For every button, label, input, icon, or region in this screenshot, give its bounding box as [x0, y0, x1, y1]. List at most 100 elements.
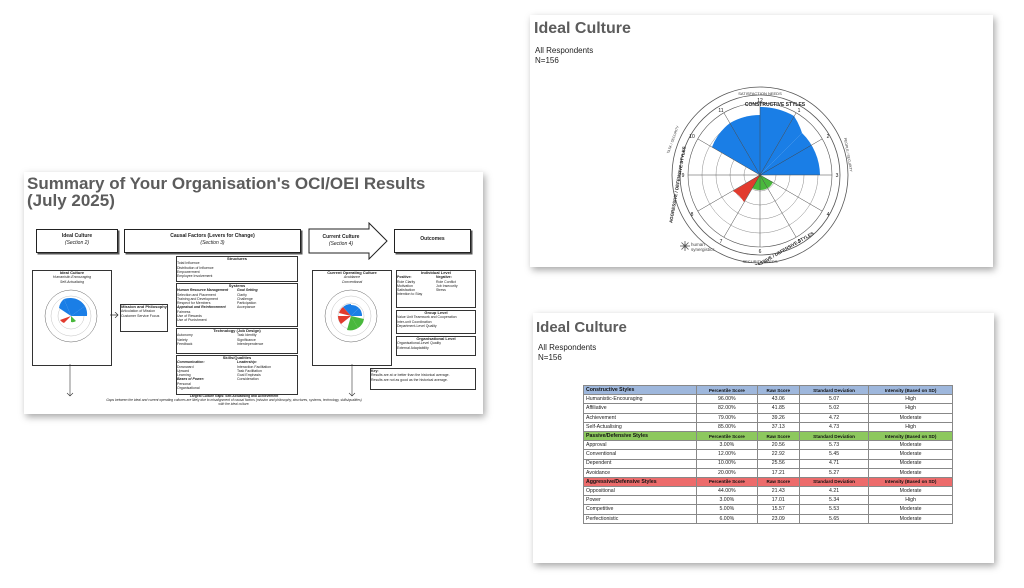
cell: 96.00% — [696, 394, 758, 405]
col-header: Intensity (Based on SD) — [868, 384, 953, 396]
communication-item: Learning — [177, 373, 191, 378]
ideal-culture-table-slide: Ideal Culture All Respondents N=156 Cons… — [533, 313, 994, 563]
structures-title: Structures — [226, 256, 247, 261]
ideal-mini-circumplex — [44, 289, 98, 343]
group-item: Value Unit Teamwork and Cooperation — [397, 315, 457, 320]
hrm-item: Training and Development — [177, 296, 218, 301]
wedge-approval — [760, 175, 773, 188]
appraisal-item: Use of Rewards — [177, 314, 202, 319]
cell: 5.07 — [798, 394, 870, 405]
cell: Achievement — [583, 412, 697, 423]
causal-factors-header: Causal Factors (Levers for Change) (Sect… — [124, 229, 301, 253]
individual-level-panel: Individual Level Positive: Role Clarity … — [396, 270, 476, 308]
cell: 82.00% — [696, 403, 758, 414]
cell: Humanistic-Encouraging — [583, 394, 697, 405]
structures-panel: Structures Total Influence Distribution … — [176, 256, 298, 282]
structures-item: Total Influence — [177, 261, 200, 266]
hrm-title: Human Resource Management — [177, 288, 229, 293]
group-item: Department-Level Quality — [397, 323, 437, 328]
cell: 5.34 — [798, 495, 870, 506]
styles-table: Constructive Styles Percentile Score Raw… — [583, 384, 953, 524]
table-card-title: Ideal Culture — [536, 319, 627, 336]
wedge-humanistic — [760, 106, 794, 175]
cell: 85.00% — [696, 421, 758, 432]
clock-10: 10 — [689, 134, 695, 140]
structures-item: Empowerment — [177, 269, 200, 274]
ideal-culture-panel: Ideal Culture Humanistic-Encouraging Sel… — [32, 270, 112, 366]
clock-1: 1 — [798, 108, 801, 114]
cell: High — [868, 495, 953, 506]
gap-text: Gaps between the ideal and current opera… — [106, 398, 362, 406]
current-panel-line1: Avoidance — [343, 275, 361, 280]
ideal-panel-line1: Humanistic-Encouraging — [52, 275, 92, 280]
cell: 5.00% — [696, 504, 758, 515]
structures-item: Employee Involvement — [177, 274, 213, 279]
positive-item: Intention to Stay — [397, 292, 423, 297]
leadership-title: Leadership: — [237, 360, 257, 365]
goal-item: Acceptance — [237, 305, 256, 310]
culture-gaps-note: Largest Culture Gaps: Self-Actualising a… — [104, 394, 364, 406]
cell: Moderate — [868, 458, 953, 469]
negative-item: Role Conflict — [436, 279, 456, 284]
positive-item: Motivation — [397, 283, 413, 288]
group-level-panel: Group Level Value Unit Teamwork and Coop… — [396, 310, 476, 334]
cell: 4.71 — [798, 458, 870, 469]
summary-title: Summary of Your Organisation's OCI/OEI R… — [27, 174, 426, 210]
goal-item: Challenge — [237, 296, 253, 301]
clock-7: 7 — [720, 239, 723, 245]
current-culture-panel: Current Operating Culture Avoidance Conv… — [312, 270, 392, 366]
technology-item: Significance — [237, 337, 256, 342]
ring-label-task: TASK / SECURITY — [666, 124, 680, 154]
circumplex-card-title: Ideal Culture — [534, 20, 631, 37]
col-header: Intensity (Based on SD) — [868, 430, 953, 442]
clock-6: 6 — [759, 249, 762, 255]
structures-item: Distribution of Influence — [177, 265, 214, 270]
appraisal-item: Fairness — [177, 309, 191, 314]
cell: 5.02 — [798, 403, 870, 414]
cell: 6.00% — [696, 513, 758, 524]
cell: 17.21 — [756, 467, 800, 478]
skills-title: Skills/Qualities — [222, 355, 252, 360]
positive-item: Role Clarity — [397, 279, 416, 284]
cell: 5.45 — [798, 449, 870, 460]
org-title: Organisational Level — [416, 336, 456, 341]
col-header: Standard Deviation — [798, 430, 870, 442]
table-group-header: Aggressive/Defensive Styles Percentile S… — [583, 476, 953, 488]
cell: Avoidance — [583, 467, 697, 478]
ideal-panel-line2: Self-Actualising — [59, 279, 85, 284]
mission-title: Mission and Philosophy — [121, 304, 167, 309]
connector-lines — [66, 364, 356, 397]
col-header: Raw Score — [756, 384, 800, 396]
cell: 44.00% — [696, 486, 758, 497]
cell: Moderate — [868, 412, 953, 423]
clock-2: 2 — [827, 134, 830, 140]
cell: High — [868, 421, 953, 432]
clock-9: 9 — [682, 173, 685, 179]
wedge-affiliative-2 — [760, 133, 820, 175]
cell: Moderate — [868, 513, 953, 524]
cell: 23.09 — [756, 513, 800, 524]
outcomes-header: Outcomes — [394, 229, 471, 253]
wedge-power — [747, 175, 760, 188]
cell: 10.00% — [696, 458, 758, 469]
skills-panel: Skills/Qualities Communication: Downward… — [176, 355, 298, 395]
key-title: Key: — [371, 369, 379, 373]
ring-label-constructive: CONSTRUCTIVE STYLES — [745, 102, 806, 108]
ring-label-aggressive: AGGRESSIVE / DEFENSIVE STYLES — [668, 146, 686, 223]
ring-label-bottom: SECURITY NEEDS — [742, 259, 777, 264]
arrow-right-icon — [110, 312, 119, 318]
mission-panel: Mission and Philosophy Articulation of M… — [120, 304, 168, 332]
clock-8: 8 — [691, 212, 694, 218]
current-panel-title: Current Operating Culture — [327, 270, 377, 275]
cell: 43.06 — [756, 394, 800, 405]
cell: 4.21 — [798, 486, 870, 497]
appraisal-item: Use of Punishment — [177, 318, 207, 323]
systems-title: Systems — [228, 283, 246, 288]
table-group-header: Passive/Defensive Styles Percentile Scor… — [583, 430, 953, 442]
cell: High — [868, 403, 953, 414]
